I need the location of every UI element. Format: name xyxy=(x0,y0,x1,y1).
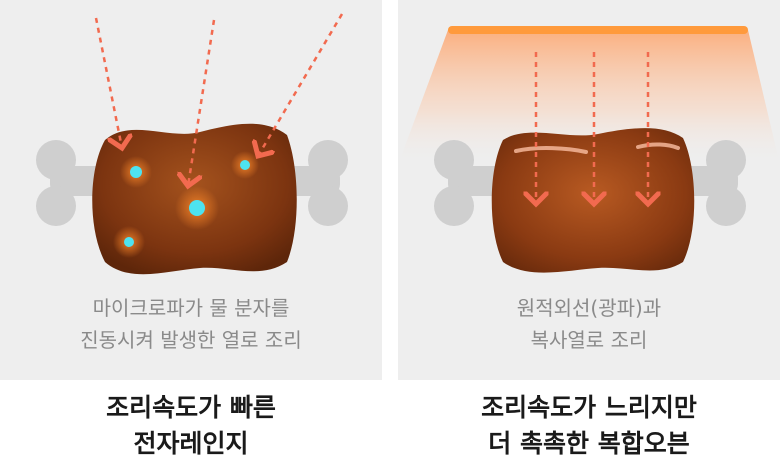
oven-caption: 조리속도가 느리지만 더 촉촉한 복합오븐 xyxy=(398,390,780,462)
caption-line: 더 촉촉한 복합오븐 xyxy=(488,429,690,458)
caption-line: 전자레인지 xyxy=(133,429,249,458)
description-line: 진동시켜 발생한 열로 조리 xyxy=(80,328,302,352)
microwave-arrows xyxy=(94,13,344,186)
microwave-panel: 마이크로파가 물 분자를 진동시켜 발생한 열로 조리 xyxy=(0,0,382,380)
microwave-illustration xyxy=(36,13,348,275)
heat-glow xyxy=(398,30,780,165)
description-line: 원적외선(광파)과 xyxy=(516,296,662,320)
water-molecule-dots xyxy=(124,160,250,247)
caption-line: 조리속도가 느리지만 xyxy=(481,393,697,422)
oven-panel: 원적외선(광파)과 복사열로 조리 xyxy=(398,0,780,380)
description-line: 마이크로파가 물 분자를 xyxy=(92,296,290,320)
meat-highlight xyxy=(514,142,680,154)
caption-line: 조리속도가 빠른 xyxy=(106,393,276,422)
description-line: 복사열로 조리 xyxy=(530,328,648,352)
heater-bar xyxy=(448,26,748,34)
oven-description: 원적외선(광파)과 복사열로 조리 xyxy=(398,292,780,356)
microwave-description: 마이크로파가 물 분자를 진동시켜 발생한 열로 조리 xyxy=(0,292,382,356)
microwave-caption: 조리속도가 빠른 전자레인지 xyxy=(0,390,382,462)
oven-illustration xyxy=(398,26,780,273)
